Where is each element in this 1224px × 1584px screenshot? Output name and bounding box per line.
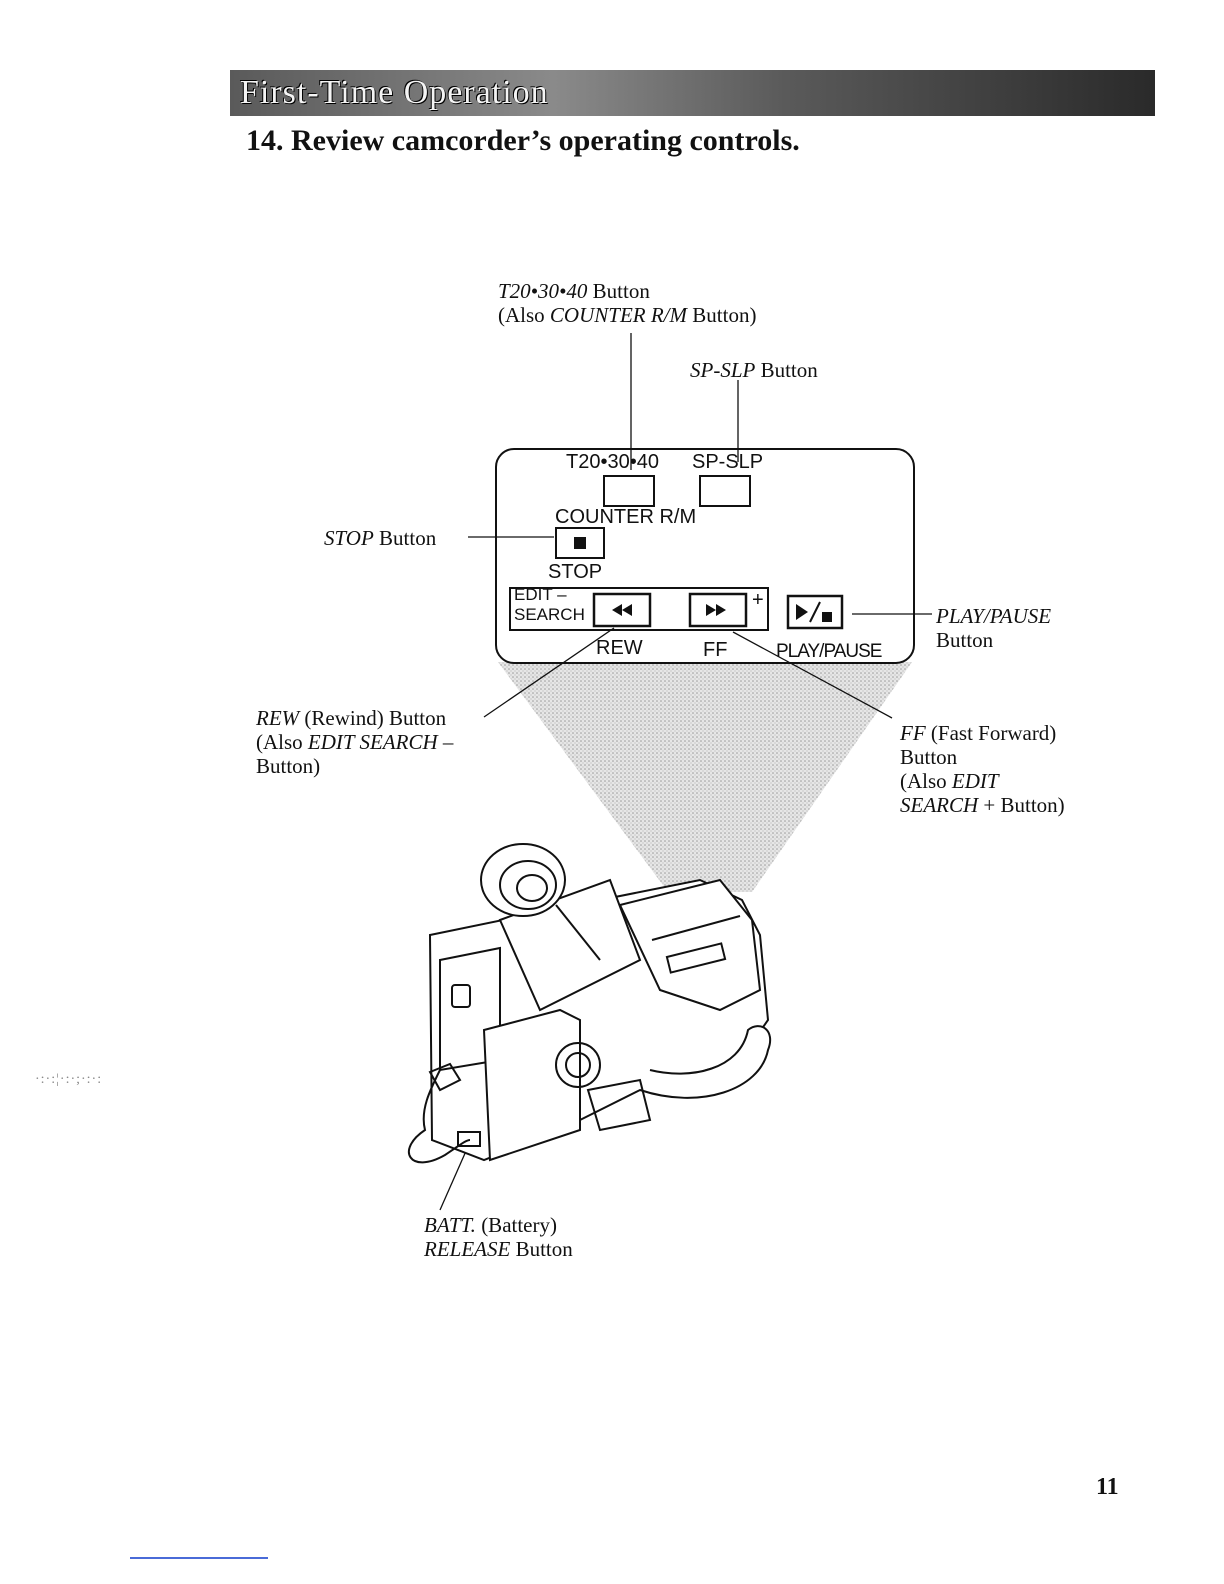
stop-icon <box>574 537 586 549</box>
panel-label-stop: STOP <box>548 561 603 583</box>
callout-batt-release-button: BATT. (Battery) RELEASE Button <box>424 1213 573 1261</box>
rew-icon <box>612 604 622 616</box>
bottom-rule <box>130 1557 268 1559</box>
callout-rew-button: REW (Rewind) Button (Also EDIT SEARCH – … <box>256 706 454 778</box>
callout-ff-button: FF (Fast Forward) Button (Also EDIT SEAR… <box>900 721 1065 817</box>
callout-stop-button: STOP Button <box>324 526 437 550</box>
panel-label-play-pause: PLAY/PAUSE <box>776 641 882 662</box>
callout-play-pause-button: PLAY/PAUSE Button <box>936 604 1052 652</box>
scan-noise: ·:·:¦·:·;·:·: <box>35 1072 103 1087</box>
panel-label-ff: FF <box>703 639 728 661</box>
page-number: 11 <box>1096 1474 1119 1500</box>
edit-search-frame <box>509 587 769 631</box>
panel-label-rew: REW <box>596 637 643 659</box>
projection-cone <box>498 662 912 892</box>
callout-t20-button: T20•30•40 Button (Also COUNTER R/M Butto… <box>498 279 757 327</box>
panel-label-t20: T20•30•40 <box>566 451 659 473</box>
callout-sp-slp-button: SP-SLP Button <box>690 358 818 382</box>
panel-label-edit: EDIT – <box>514 585 567 604</box>
sp-slp-button <box>699 475 751 507</box>
camcorder-illustration <box>407 843 771 1164</box>
t20-button <box>603 475 655 507</box>
step-heading: 14. Review camcorder’s operating control… <box>246 124 800 157</box>
panel-label-sp-slp: SP-SLP <box>692 451 764 473</box>
header-banner: First-Time Operation <box>230 70 1155 116</box>
play-pause-icon <box>796 604 808 620</box>
panel-label-search: SEARCH <box>514 605 585 624</box>
ff-icon <box>706 604 716 616</box>
panel-label-plus: + <box>752 589 764 611</box>
section-title: First-Time Operation <box>240 74 549 111</box>
panel-label-counter: COUNTER R/M <box>555 506 697 528</box>
